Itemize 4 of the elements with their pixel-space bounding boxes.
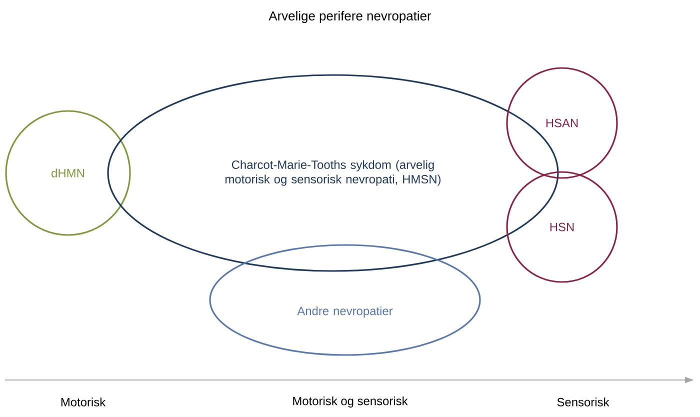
- axis-label: Sensorisk: [557, 398, 610, 406]
- axis-label: Motorisk: [61, 398, 106, 406]
- axis-label: Motorisk og sensorisk: [293, 396, 408, 408]
- title: Arvelige perifere nevropatier: [268, 10, 432, 24]
